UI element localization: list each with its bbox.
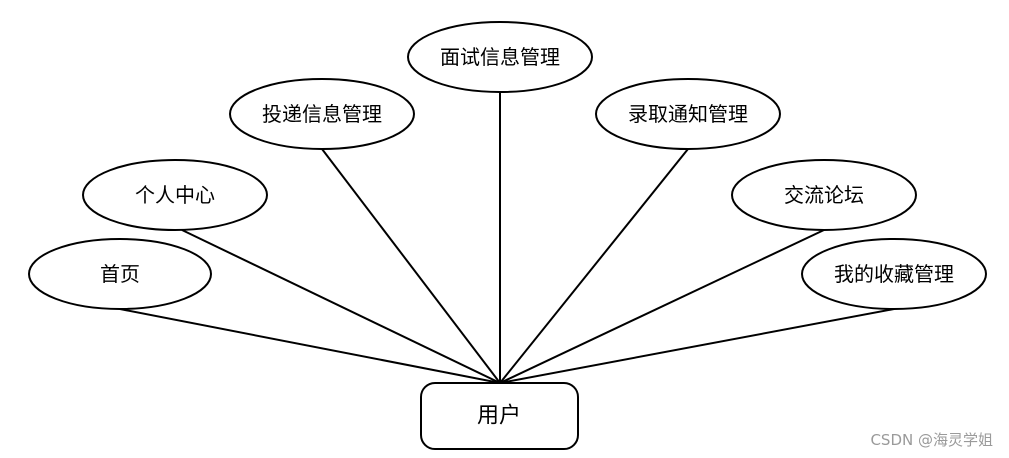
node-interview-info-label: 面试信息管理 [440, 45, 560, 69]
node-delivery-info-label: 投递信息管理 [262, 102, 382, 126]
connector-forum [499, 229, 825, 384]
node-admission-notice-label: 录取通知管理 [628, 102, 748, 126]
node-favorites-label: 我的收藏管理 [834, 262, 954, 286]
connector-admission-notice [499, 148, 689, 384]
watermark: CSDN @海灵学姐 [870, 431, 993, 449]
node-forum-label: 交流论坛 [784, 183, 864, 207]
node-home-label: 首页 [100, 262, 140, 286]
connectors [119, 91, 895, 384]
node-personal-center-label: 个人中心 [135, 183, 215, 207]
node-personal-center: 个人中心 [82, 159, 268, 231]
connector-favorites [499, 308, 895, 384]
node-favorites: 我的收藏管理 [801, 238, 987, 310]
connector-delivery-info [321, 148, 501, 384]
node-forum: 交流论坛 [731, 159, 917, 231]
root-node-label: 用户 [477, 404, 521, 429]
node-home: 首页 [28, 238, 212, 310]
node-admission-notice: 录取通知管理 [595, 78, 781, 150]
connector-home [119, 308, 501, 384]
root-node-user: 用户 [420, 382, 579, 450]
connector-personal-center [181, 229, 501, 384]
node-interview-info: 面试信息管理 [407, 21, 593, 93]
node-delivery-info: 投递信息管理 [229, 78, 415, 150]
